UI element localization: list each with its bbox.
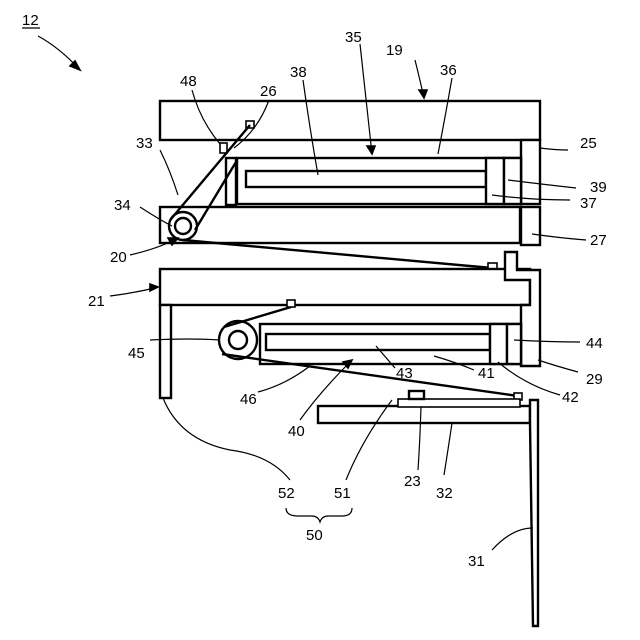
label-43: 43	[396, 365, 413, 382]
label-20: 20	[110, 249, 127, 266]
top-frame-19	[160, 101, 540, 140]
block-23	[398, 399, 520, 407]
label-27: 27	[590, 232, 607, 249]
label-52: 52	[278, 485, 295, 502]
end-cap-44	[507, 324, 521, 364]
hanger-45	[160, 305, 171, 398]
label-37: 37	[580, 195, 597, 212]
label-40: 40	[288, 423, 305, 440]
label-26: 26	[260, 83, 277, 100]
label-31: 31	[468, 553, 485, 570]
label-45: 45	[128, 345, 145, 362]
blade-31	[530, 400, 538, 626]
figure-number-arrowhead	[70, 61, 80, 70]
head-37	[486, 158, 504, 204]
label-25: 25	[580, 135, 597, 152]
label-41: 41	[478, 365, 495, 382]
stud-51	[409, 391, 424, 399]
end-block-25	[521, 140, 540, 204]
label-32: 32	[436, 485, 453, 502]
label-51: 51	[334, 485, 351, 502]
upper-arm-20	[160, 207, 520, 243]
label-19: 19	[386, 42, 403, 59]
label-39: 39	[590, 179, 607, 196]
rod-38	[246, 171, 486, 187]
label-46: 46	[240, 391, 257, 408]
bracket-48	[220, 143, 227, 153]
lower-arm-21	[160, 269, 530, 305]
head-42	[490, 324, 507, 364]
label-35: 35	[345, 29, 362, 46]
base-plate-32	[318, 406, 530, 423]
label-33: 33	[136, 135, 153, 152]
label-34: 34	[114, 197, 131, 214]
label-50: 50	[306, 527, 323, 544]
figure-number: 12	[22, 12, 39, 29]
label-42: 42	[562, 389, 579, 406]
label-44: 44	[586, 335, 603, 352]
label-29: 29	[586, 371, 603, 388]
pulley-46-hub	[229, 331, 247, 349]
pulley-34-hub	[175, 218, 191, 234]
belt-46-clip-upper	[287, 300, 295, 307]
label-21: 21	[88, 293, 105, 310]
label-36: 36	[440, 62, 457, 79]
label-38: 38	[290, 64, 307, 81]
end-block-27	[521, 207, 540, 245]
label-23: 23	[404, 473, 421, 490]
label-48: 48	[180, 73, 197, 90]
